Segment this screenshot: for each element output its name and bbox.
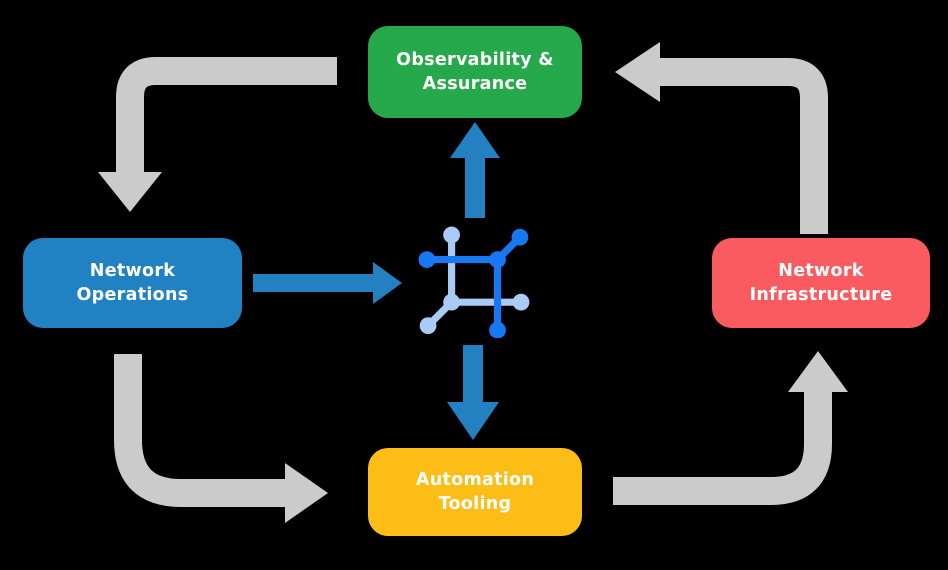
arrow-icon-to-automation [447,345,499,440]
mesh-dark-blue-branches [418,228,529,338]
node-label-line: Operations [76,285,189,305]
node-label-line: Network [89,260,176,281]
node-label-line: Tooling [438,494,512,514]
arrow-operations-to-automation [114,354,328,523]
mesh-node-dot [489,321,506,338]
arrow-icon-to-observability [450,122,500,218]
mesh-node-dot [443,226,460,244]
node-network-infrastructure: Network Infrastructure [712,238,930,328]
node-network-operations: Network Operations [23,238,242,328]
node-label-line: Assurance [422,74,528,94]
network-mesh-icon [418,226,530,338]
mesh-node-dot [419,317,437,335]
node-label-line: Infrastructure [749,285,893,305]
arrow-automation-to-infrastructure [613,351,848,505]
mesh-node-dot [511,228,529,246]
node-automation-tooling: Automation Tooling [368,448,582,536]
mesh-light-blue-branches [419,226,530,335]
arrow-observability-to-operations [98,57,337,212]
node-label-line: Automation [415,469,535,490]
mesh-node-dot [489,251,506,268]
arrow-operations-to-icon [253,262,402,304]
node-label-line: Observability & [396,49,554,70]
arrow-infrastructure-to-observability [615,42,828,234]
mesh-node-dot [443,293,460,311]
node-observability-assurance: Observability & Assurance [368,26,582,118]
node-label-line: Network [778,260,864,281]
mesh-node-dot [512,293,530,311]
mesh-node-dot [418,251,436,268]
